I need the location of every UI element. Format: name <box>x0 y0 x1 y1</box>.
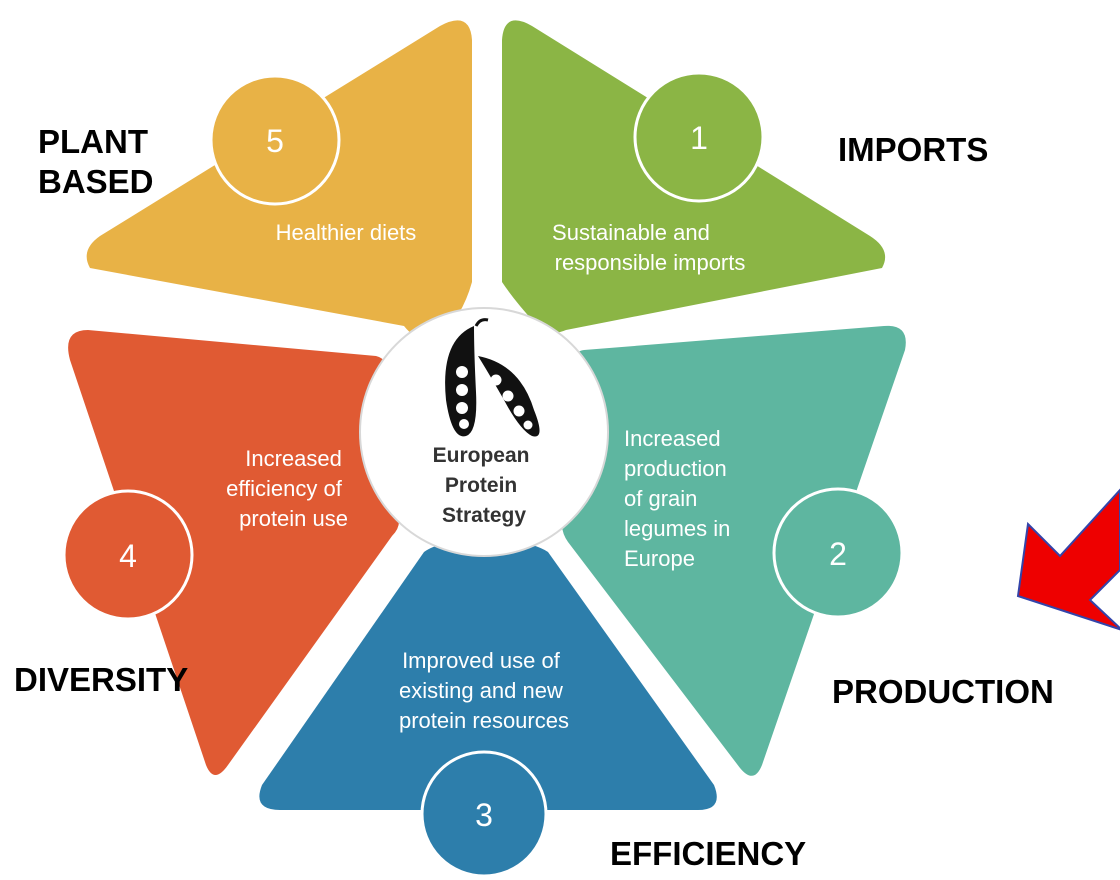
segment-3-shape <box>259 540 717 810</box>
segment-3-text: Improved use of existing and new protein… <box>399 648 569 733</box>
center-circle <box>359 307 609 557</box>
segment-3: 3 Improved use of existing and new prote… <box>259 540 717 878</box>
segment-2: 2 Increased production of grain legumes … <box>562 325 906 776</box>
label-plant-based: PLANT BASED <box>38 123 154 200</box>
segment-2-text: Increased production of grain legumes in… <box>624 426 737 571</box>
segment-5-number: 5 <box>266 123 284 159</box>
segment-4: 4 Increased efficiency of protein use <box>62 330 399 775</box>
label-efficiency: EFFICIENCY <box>610 835 807 872</box>
segment-1-number-circle <box>633 71 765 203</box>
segment-4-shape <box>68 330 399 775</box>
segment-5-text: Healthier diets <box>276 220 417 245</box>
segment-2-shape <box>562 325 906 776</box>
label-imports: IMPORTS <box>838 131 989 168</box>
red-arrow-icon <box>1016 488 1120 631</box>
segment-2-number: 2 <box>829 536 847 572</box>
pea-pod-icon <box>445 318 540 437</box>
segment-5: 5 Healthier diets <box>86 20 473 340</box>
segment-4-number: 4 <box>119 538 137 574</box>
segment-1-text: Sustainable and responsible imports <box>552 220 745 275</box>
red-arrow-shape <box>1016 488 1120 631</box>
segment-4-number-circle <box>62 489 194 621</box>
segment-4-text: Increased efficiency of protein use <box>226 446 348 531</box>
center-title: European Protein Strategy <box>433 444 536 527</box>
segment-5-number-circle <box>209 74 341 206</box>
segment-3-number: 3 <box>475 797 493 833</box>
label-diversity: DIVERSITY <box>14 661 189 698</box>
segment-1: 1 Sustainable and responsible imports <box>502 20 886 333</box>
label-production: PRODUCTION <box>832 673 1054 710</box>
segment-3-number-circle <box>420 750 548 878</box>
segment-1-number: 1 <box>690 120 708 156</box>
segment-2-number-circle <box>772 487 904 619</box>
center-hub: European Protein Strategy <box>359 307 609 557</box>
